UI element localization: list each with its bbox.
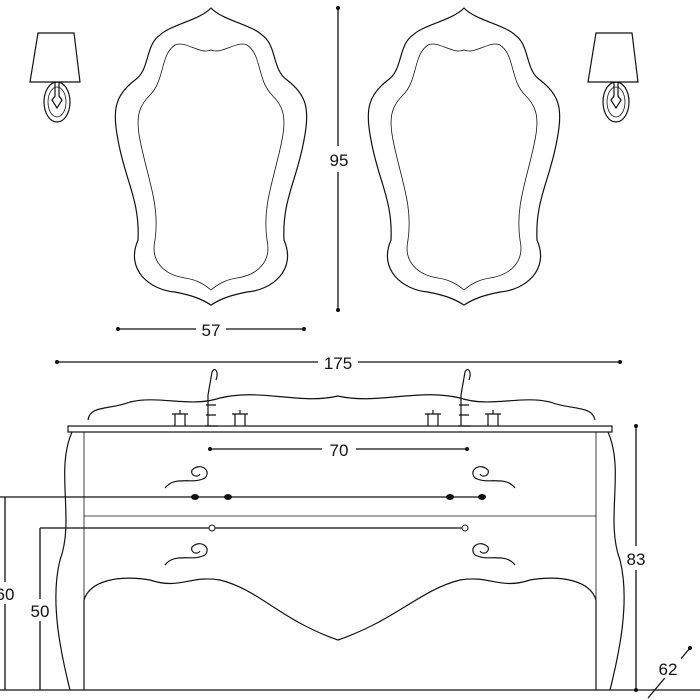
drawer-width-label: 70 — [330, 441, 349, 460]
dim-drawer-width: 70 — [208, 438, 469, 460]
lower-handle-height-label: 50 — [31, 602, 50, 621]
dim-total-height: 83 — [623, 424, 649, 692]
dim-handle-line-lower: 50 — [27, 524, 469, 690]
right-mirror — [367, 7, 561, 306]
total-height-label: 83 — [627, 550, 646, 569]
mirror-width-label: 57 — [202, 321, 221, 340]
dim-total-width: 175 — [55, 351, 622, 373]
dim-mirror-height: 95 — [326, 6, 352, 312]
upper-handle-height-label: 60 — [0, 585, 14, 604]
vanity-cabinet — [55, 368, 625, 691]
dim-mirror-width: 57 — [116, 318, 306, 340]
left-wall-lamp — [29, 32, 81, 123]
right-wall-lamp — [587, 32, 639, 123]
dim-depth: 62 — [647, 646, 692, 699]
left-mirror — [114, 7, 308, 306]
mirror-height-label: 95 — [330, 151, 349, 170]
total-width-label: 175 — [324, 354, 352, 373]
depth-label: 62 — [659, 660, 678, 679]
dim-handle-line-upper: 60 — [0, 494, 486, 690]
